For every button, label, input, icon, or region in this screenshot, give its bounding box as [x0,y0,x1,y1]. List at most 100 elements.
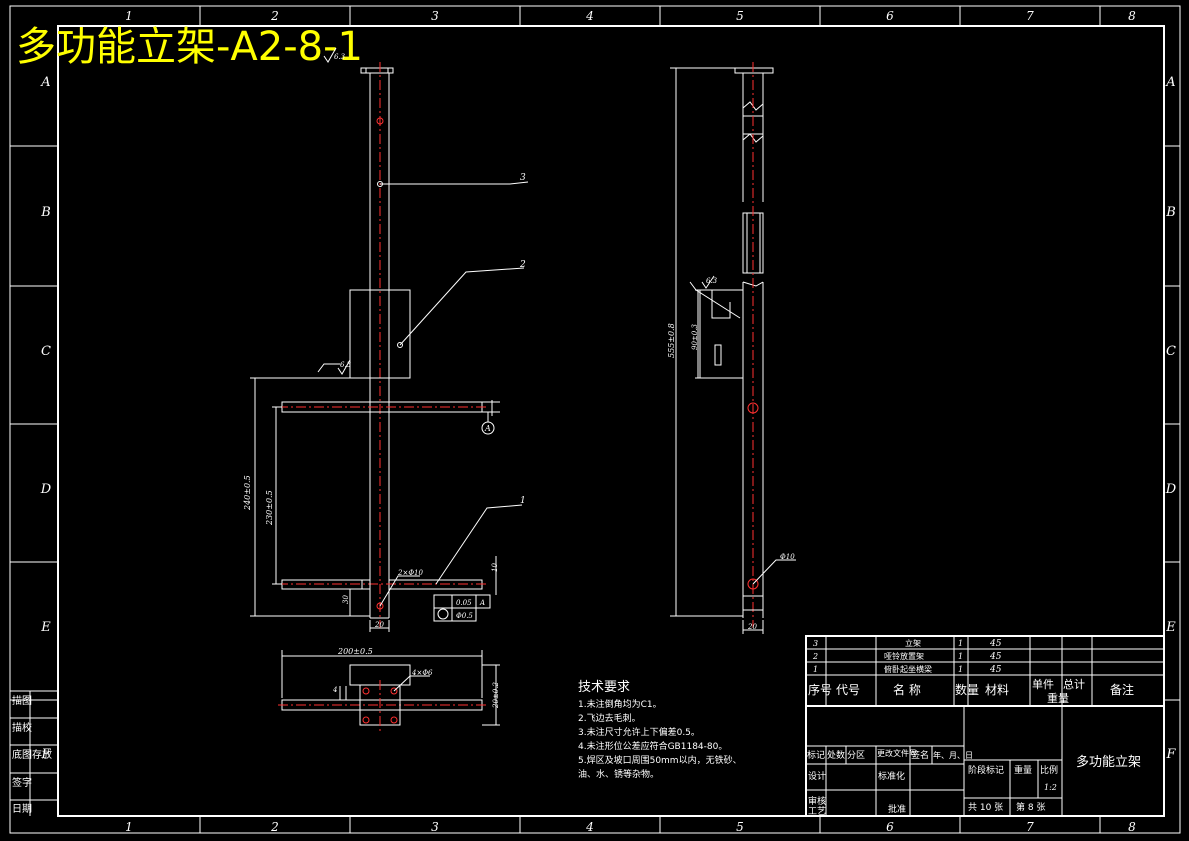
dim-side-hole: Φ10 [780,553,795,561]
row-marker-left-A: A [40,75,50,90]
row-marker-right-B: B [1165,205,1176,220]
callout-1: 1 [520,496,526,506]
roughness-weld: 6.3 [340,361,352,369]
bom-mat-1: 45 [989,665,1002,675]
tb-process: 工艺 [808,806,826,817]
tb-mark: 标记 [807,749,825,761]
tb-part-name: 多功能立架 [1076,754,1141,770]
bom-name-2: 哑铃放置架 [884,651,924,661]
dim-gap: 4 [332,686,337,694]
col-marker-top-7: 7 [1026,9,1034,23]
dim-depth: 20±0.2 [492,682,500,709]
bom-no-3: 3 [813,639,818,648]
col-marker-bottom-6: 6 [886,820,894,834]
inner-border [57,25,1165,817]
dim-side-slot: 90±0.3 [691,324,699,350]
row-marker-left-D: D [40,482,52,497]
tol-sym-value: 0.05 [456,599,472,607]
tb-standard: 标准化 [878,770,905,782]
bom-qty-2: 1 [958,652,963,661]
strip-check: 描校 [12,721,32,734]
tb-scale: 比例 [1040,764,1058,776]
bom-qty-3: 1 [958,639,963,648]
tb-zone: 分区 [847,750,865,761]
col-marker-top-3: 3 [431,9,439,23]
bom-mat-2: 45 [989,652,1002,662]
left-strip: 描图 描校 底图存放 签字 日期 [10,690,58,816]
row-marker-left-E: E [40,620,51,635]
tb-sign: 签名 [911,749,929,761]
tb-design: 设计 [808,770,826,782]
strip-sign: 签字 [12,776,32,789]
dim-side-height: 555±0.8 [667,323,676,358]
tech-item-2: 2.飞边去毛刺。 [578,712,641,724]
tol-cyl-value: Φ0.5 [456,612,473,620]
strip-trace: 描图 [12,694,32,707]
top-view: 200±0.5 20±0.2 4×Φ6 4 [278,647,500,732]
dim-arm-spacing: 230±0.5 [265,490,274,526]
front-view: 3 2 1 6.3 6.3 A 240±0.5 230±0.5 30 10 20 [243,47,529,632]
tech-item-3: 3.未注尺寸允许上下偏差0.5。 [578,726,700,738]
col-marker-bottom-4: 4 [585,820,594,834]
strip-archive: 底图存放 [12,748,52,761]
dim-overall-height: 240±0.5 [243,475,252,511]
tech-requirements: 技术要求 1.未注倒角均为C1。 2.飞边去毛刺。 3.未注尺寸允许上下偏差0.… [578,680,742,780]
tb-sheet-no: 第 8 张 [1016,801,1045,813]
dim-side-width: 20 [747,623,757,631]
bom-mat-3: 45 [989,639,1002,649]
bom-header-mat: 材料 [985,683,1009,697]
bom-header-total-weight: 总计 [1063,677,1085,691]
bom-header-name: 名 称 [893,682,921,697]
tol-ref: A [479,599,485,607]
bom-no-2: 2 [812,652,818,661]
drawing-title: 多功能立架-A2-8-1 [16,24,363,70]
tech-item-4: 4.未注形位公差应符合GB1184-80。 [578,740,727,752]
tech-item-1: 1.未注倒角均为C1。 [578,698,662,710]
tech-heading: 技术要求 [578,680,630,695]
tech-item-5: 5.焊区及坡口周围50mm以内，无铁砂、 [578,754,742,766]
datum-a: A [484,424,491,433]
bom-name-1: 俯卧起坐横梁 [884,664,932,674]
col-marker-top-4: 4 [585,9,594,23]
row-marker-left-C: C [41,344,51,359]
bom-name-3: 立架 [905,638,921,648]
tb-scale-value: 1:2 [1044,783,1057,792]
col-marker-bottom-1: 1 [125,820,133,834]
outer-border [9,5,1181,834]
col-marker-bottom-8: 8 [1128,820,1136,834]
col-marker-bottom-3: 3 [431,820,439,834]
roughness-top: 6.3 [334,53,346,61]
row-marker-right-F: F [1165,747,1176,762]
strip-date: 日期 [12,803,32,815]
row-marker-right-A: A [1165,75,1175,90]
tb-change-doc: 更改文件号 [877,748,917,758]
tb-review: 审核 [808,795,826,807]
col-marker-top-2: 2 [270,9,279,23]
roughness-side: 6.3 [706,277,718,285]
bom-header-code: 代号 [836,683,860,697]
col-marker-bottom-7: 7 [1026,820,1034,834]
col-marker-top-5: 5 [736,9,744,23]
col-marker-top-8: 8 [1128,9,1136,23]
side-view: 555±0.8 90±0.3 6.3 Φ10 20 [667,62,796,634]
dim-length: 200±0.5 [337,647,373,656]
bom-qty-1: 1 [958,665,963,674]
row-marker-right-D: D [1165,482,1177,497]
callout-3: 3 [520,173,526,183]
bom-header-remark: 备注 [1110,682,1134,697]
dim-post-width: 20 [374,621,384,629]
bom-header-qty: 数量 [955,682,979,697]
row-marker-left-B: B [40,205,51,220]
dim-arm-thick: 10 [491,563,499,572]
tb-stage: 阶段标记 [968,764,1004,776]
tb-count: 处数 [827,749,845,761]
dim-bolt-holes: 4×Φ6 [411,669,433,677]
tb-approve: 批准 [888,803,906,815]
row-marker-right-C: C [1166,344,1176,359]
col-marker-top-1: 1 [125,9,133,23]
row-marker-left-F: F [40,747,51,762]
tech-item-6: 油、水、锈等杂物。 [578,768,659,780]
